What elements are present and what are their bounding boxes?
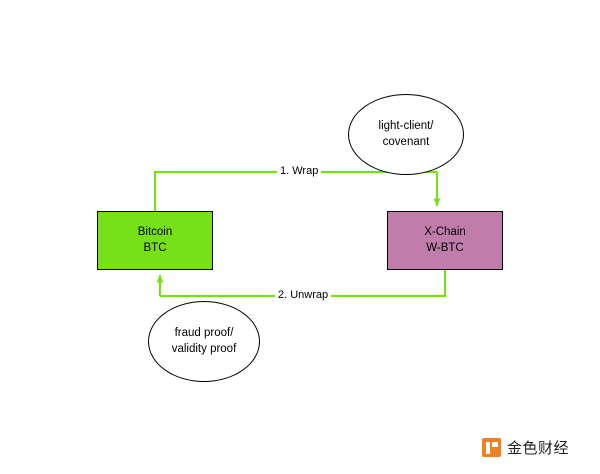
node-fraud-proof-line2: validity proof [171,342,237,355]
node-bitcoin-line2: BTC [143,241,167,254]
edge-unwrap [160,270,447,298]
node-xchain[interactable]: X-Chain W-BTC [387,211,503,270]
node-xchain-line1: X-Chain [424,226,466,239]
node-light-client-line1: light-client/ [378,120,434,133]
watermark: 金色财经 [482,437,569,458]
node-light-client-line2: covenant [382,135,430,148]
node-xchain-line2: W-BTC [426,241,464,254]
edge-label-unwrap: 2. Unwrap [275,289,332,301]
edge-label-wrap: 1. Wrap [277,165,322,177]
node-light-client[interactable]: light-client/ covenant [348,94,464,175]
node-bitcoin[interactable]: Bitcoin BTC [97,211,213,270]
node-fraud-proof-line1: fraud proof/ [174,327,234,340]
node-fraud-proof[interactable]: fraud proof/ validity proof [148,301,260,382]
node-bitcoin-line1: Bitcoin [137,226,173,239]
edge-wrap [153,170,437,211]
watermark-text: 金色财经 [507,439,570,457]
watermark-logo-icon [482,438,501,457]
